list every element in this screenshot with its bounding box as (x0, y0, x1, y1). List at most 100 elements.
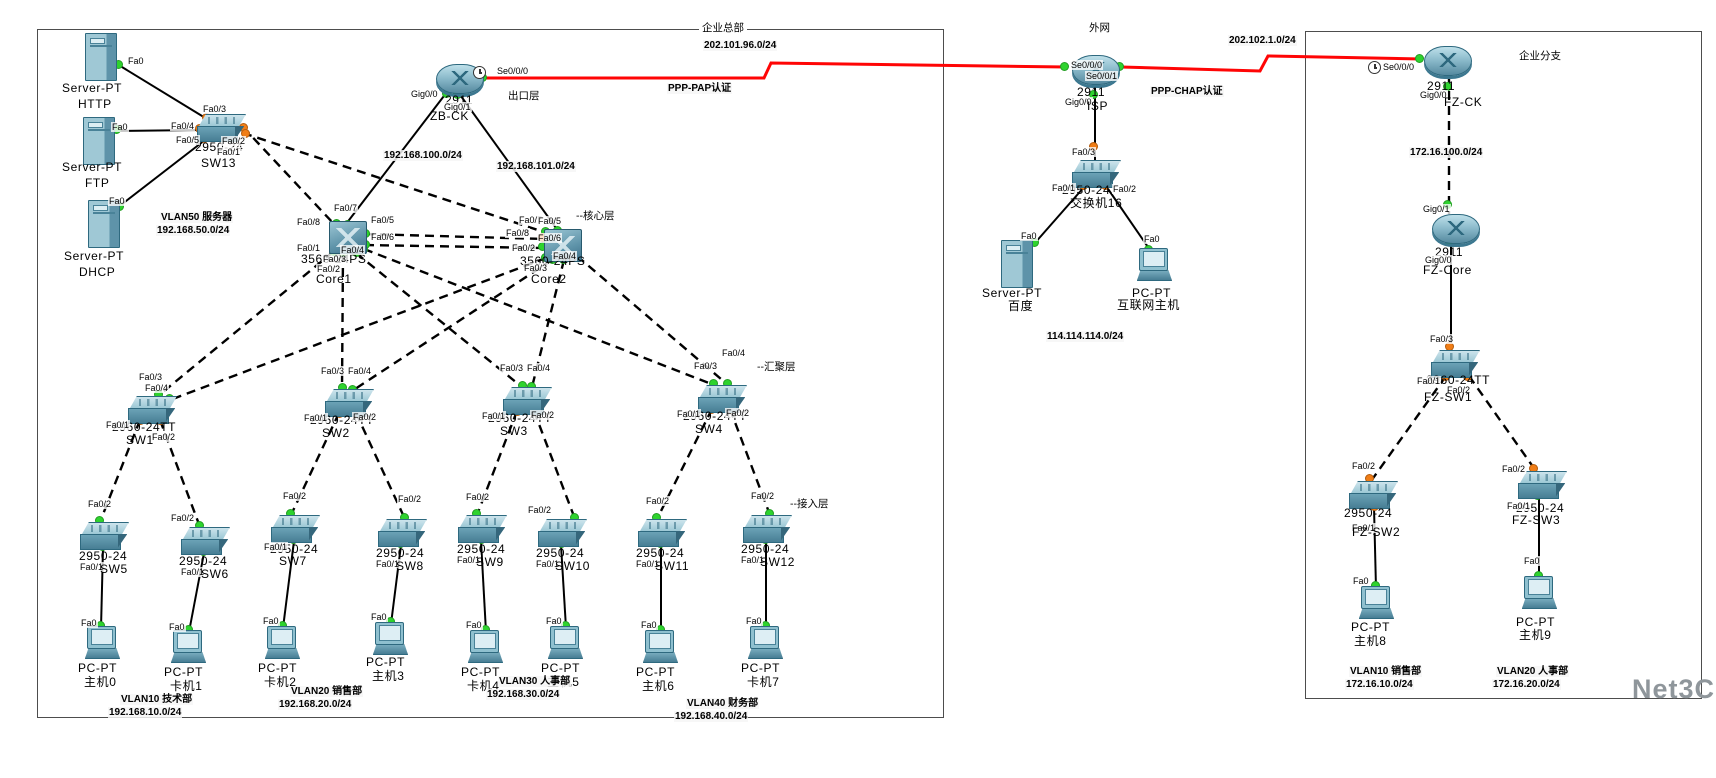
name-label-1: 卡机1 (170, 679, 203, 693)
pc-host2-icon[interactable] (264, 626, 302, 660)
pc-host8-icon[interactable] (1358, 586, 1396, 620)
switch-fz-sw2-icon[interactable] (1349, 481, 1398, 509)
network-label-202-101-96-0-24: 202.101.96.0/24 (703, 40, 778, 51)
pc-internet-host-part (1136, 270, 1173, 282)
port-label-fa0-8: Fa0/8 (505, 228, 531, 238)
port-label-fa0-4: Fa0/4 (526, 363, 552, 373)
port-label-gig0-1: Gig0/1 (1422, 204, 1451, 214)
port-label-fa0: Fa0 (108, 196, 126, 206)
pc-internet-host-icon[interactable] (1136, 248, 1174, 282)
router-zb-ck-part (445, 71, 475, 86)
server-dhcp-icon[interactable] (88, 200, 120, 248)
switch-16-part (1083, 163, 1110, 170)
switch-sw3-icon[interactable] (503, 387, 552, 415)
network-label-192-168-20-0-24: 192.168.20.0/24 (278, 699, 353, 710)
switch-fz-sw2-part (1386, 493, 1396, 507)
pc-host0-icon[interactable] (84, 626, 122, 660)
name-label-7: 卡机7 (747, 675, 780, 689)
pc-host8-part (1364, 589, 1387, 605)
pc-host4-icon[interactable] (467, 630, 505, 664)
pc-host3-icon[interactable] (372, 622, 410, 656)
switch-fz-sw1-icon[interactable] (1431, 350, 1480, 378)
port-label-fa0-4: Fa0/4 (170, 121, 196, 131)
port-label-fa0-1: Fa0/1 (456, 555, 482, 565)
name-label-2950-24: 2950-24 (457, 542, 506, 556)
pc-host2-part (270, 629, 293, 645)
link-25 (100, 547, 104, 629)
name-label-fz-ck: FZ-CK (1444, 95, 1483, 109)
server-http-icon[interactable] (85, 33, 117, 81)
switch-sw11-icon[interactable] (638, 519, 687, 547)
switch-sw7-icon[interactable] (271, 515, 320, 543)
port-label-fa0-2: Fa0/2 (750, 491, 776, 501)
name-label-8: 主机8 (1354, 634, 1387, 648)
port-label-se0-0-0: Se0/0/0 (1382, 62, 1416, 72)
switch-sw4-part (735, 397, 745, 411)
port-label-fa0-3: Fa0/3 (322, 254, 348, 264)
pc-host9-icon[interactable] (1521, 576, 1559, 610)
port-label-fa0-5: Fa0/5 (370, 215, 396, 225)
link-12 (363, 247, 715, 387)
port-label-fa0-5: Fa0/5 (175, 135, 201, 145)
router-fz-core-icon[interactable] (1432, 214, 1480, 244)
pc-host1-icon[interactable] (170, 630, 208, 664)
server-baidu-icon[interactable] (1001, 240, 1033, 288)
port-label-fa0-1: Fa0/1 (740, 555, 766, 565)
layer-label-cn-text: 出口层 (507, 90, 541, 102)
switch-sw9-icon[interactable] (458, 515, 507, 543)
switch-sw11-part (638, 531, 679, 547)
pc-host5-icon[interactable] (547, 626, 585, 660)
link-5 (242, 126, 335, 225)
pc-host4-part (467, 652, 504, 664)
switch-sw11-part (675, 531, 685, 545)
region-title-cn-text: 企业分支 (1516, 50, 1564, 62)
server-baidu-part (1005, 244, 1022, 252)
switch-sw1-part (165, 408, 175, 422)
switch-sw8-icon[interactable] (378, 519, 427, 547)
switch-sw2-icon[interactable] (325, 389, 374, 417)
name-label-sw8: SW8 (396, 559, 424, 573)
pc-host6-icon[interactable] (642, 630, 680, 664)
pc-host1-part (170, 652, 207, 664)
name-label-fz-sw2: FZ-SW2 (1352, 525, 1401, 539)
name-label-pc-pt: PC-PT (636, 665, 675, 679)
switch-fz-sw3-icon[interactable] (1518, 471, 1567, 499)
name-label-pc-pt: PC-PT (461, 665, 500, 679)
port-label-fa0-4: Fa0/4 (721, 348, 747, 358)
name-label-dhcp: DHCP (79, 265, 116, 279)
name-label-core2: Core2 (531, 272, 567, 286)
router-fz-ck-icon[interactable] (1424, 46, 1472, 76)
switch-sw1-icon[interactable] (128, 396, 177, 424)
name-label-pc-pt: PC-PT (78, 661, 117, 675)
server-dhcp-part (92, 204, 109, 212)
switch-sw3-part (540, 399, 550, 413)
switch-sw10-icon[interactable] (538, 519, 587, 547)
port-label-fa0-1: Fa0/1 (676, 409, 702, 419)
port-label-fa0: Fa0 (1143, 234, 1161, 244)
link-status-dot (1060, 62, 1069, 71)
pc-host7-part (747, 648, 784, 660)
name-label-sw10: SW10 (555, 559, 591, 573)
port-label-fa0-1: Fa0/1 (1351, 523, 1377, 533)
switch-sw13-icon[interactable] (197, 114, 246, 142)
switch-sw12-icon[interactable] (743, 515, 792, 543)
port-label-fa0-8: Fa0/8 (296, 217, 322, 227)
name-label-cn-text: 互联网主机 (1117, 298, 1181, 312)
pc-host3-part (378, 625, 401, 641)
server-ftp-icon[interactable] (83, 117, 115, 165)
port-label-fa0-3: Fa0/3 (202, 104, 228, 114)
port-label-fa0-3: Fa0/3 (523, 263, 549, 273)
switch-sw8-part (378, 531, 419, 547)
link-6 (242, 131, 548, 235)
switch-16-icon[interactable] (1072, 160, 1121, 188)
port-label-fa0-1: Fa0/1 (1506, 501, 1532, 511)
switch-sw6-icon[interactable] (181, 527, 230, 555)
switch-16-part (1109, 172, 1119, 186)
switch-sw5-icon[interactable] (80, 522, 129, 550)
pc-host7-icon[interactable] (747, 626, 785, 660)
port-label-fa0: Fa0 (262, 616, 280, 626)
name-label-3: 主机3 (372, 669, 405, 683)
link-22 (532, 410, 577, 520)
port-label-fa0-1: Fa0/1 (1051, 183, 1077, 193)
